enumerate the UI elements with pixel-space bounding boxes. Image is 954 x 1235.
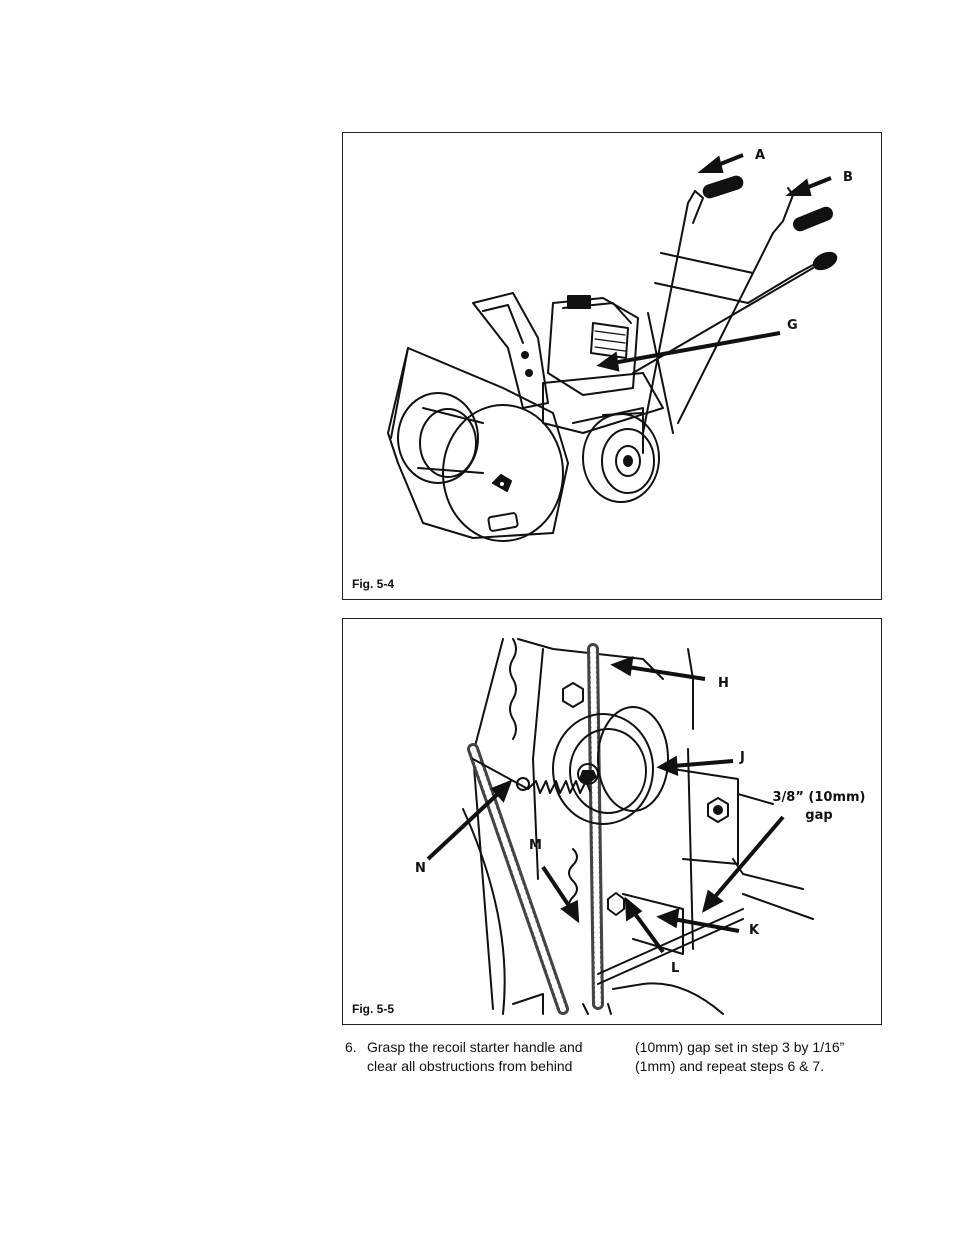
callout-m: M xyxy=(529,839,542,852)
instruction-column-2: (10mm) gap set in step 3 by 1/16” (1mm) … xyxy=(635,1038,885,1076)
callout-b: B xyxy=(843,171,853,184)
step-6-line1: 6.Grasp the recoil starter handle and xyxy=(345,1038,605,1057)
callout-a: A xyxy=(755,149,765,162)
figure-5-4: A B G Fig. 5-4 xyxy=(342,132,882,600)
step-text: Grasp the recoil starter handle and xyxy=(367,1039,583,1055)
callout-n: N xyxy=(415,862,426,875)
col2-line1: (10mm) gap set in step 3 by 1/16” xyxy=(635,1038,885,1057)
step-6-line2: clear all obstructions from behind xyxy=(345,1057,605,1076)
snow-thrower-illustration xyxy=(343,133,883,601)
instruction-column-1: 6.Grasp the recoil starter handle and cl… xyxy=(345,1038,605,1076)
figure-caption: Fig. 5-5 xyxy=(352,1002,394,1016)
gap-label-line2: gap xyxy=(771,807,867,825)
col2-line2: (1mm) and repeat steps 6 & 7. xyxy=(635,1057,885,1076)
callout-h: H xyxy=(718,677,729,690)
callout-j: J xyxy=(740,751,745,764)
gap-label-line1: 3/8” (10mm) xyxy=(771,789,867,807)
figure-caption: Fig. 5-4 xyxy=(352,577,394,591)
step-number: 6. xyxy=(345,1038,367,1057)
gap-measurement-label: 3/8” (10mm) gap xyxy=(771,789,867,824)
figure-5-5: H J M N K L 3/8” (10mm) gap Fig. 5-5 xyxy=(342,618,882,1025)
callout-g: G xyxy=(787,319,798,332)
callout-l: L xyxy=(671,962,679,975)
callout-k: K xyxy=(749,924,759,937)
